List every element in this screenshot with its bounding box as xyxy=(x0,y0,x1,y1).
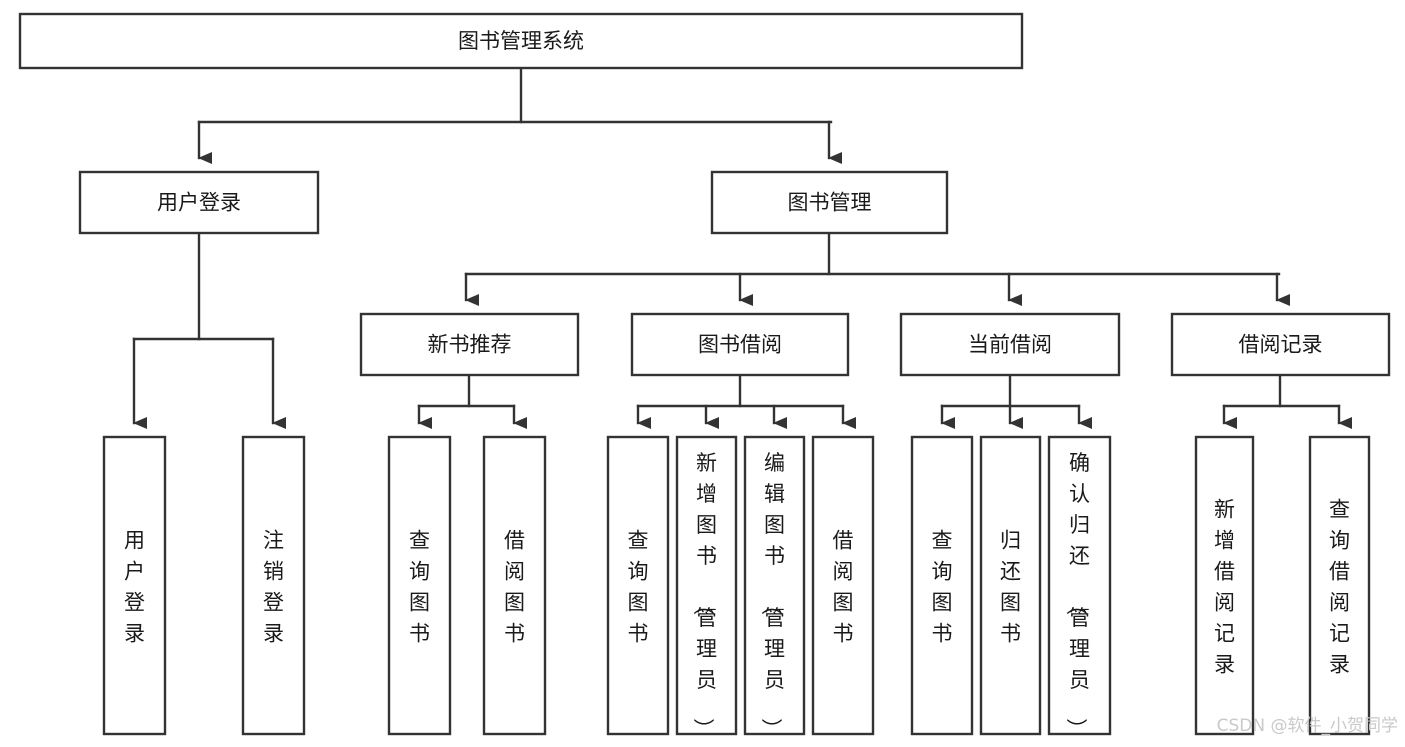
connector-layer xyxy=(132,66,1352,429)
connector-login-to-leaves xyxy=(132,231,286,429)
node-box[interactable] xyxy=(102,435,167,736)
level1-node-0[interactable]: 用户登录 xyxy=(78,170,320,235)
leaf-node-5[interactable]: 新增图书（管理员） xyxy=(675,435,738,739)
leaf-node-12[interactable]: 查询借阅记录 xyxy=(1308,435,1371,736)
connector-records-to-leaves xyxy=(1222,373,1352,429)
node-box[interactable] xyxy=(1170,312,1391,377)
level2-node-0[interactable]: 新书推荐 xyxy=(359,312,580,377)
node-box[interactable] xyxy=(910,435,974,736)
csdn-watermark: CSDN @软件_小贺同学 xyxy=(1217,716,1398,736)
node-label: 借阅记录 xyxy=(1239,333,1323,357)
node-label: 借阅图书 xyxy=(833,529,854,646)
node-box[interactable] xyxy=(482,435,547,736)
leaf-node-3[interactable]: 借阅图书 xyxy=(482,435,547,736)
node-label: 新增图书（管理员） xyxy=(691,451,717,739)
node-box[interactable] xyxy=(630,312,850,377)
node-box[interactable] xyxy=(18,12,1024,70)
node-box[interactable] xyxy=(979,435,1042,736)
leaf-node-6[interactable]: 编辑图书（管理员） xyxy=(743,435,806,739)
node-label: 新书推荐 xyxy=(428,333,512,357)
root-node-root[interactable]: 图书管理系统 xyxy=(18,12,1024,70)
node-label: 查询图书 xyxy=(409,529,430,646)
node-label: 用户登录 xyxy=(157,191,241,215)
leaf-node-10[interactable]: 确认归还（管理员） xyxy=(1047,435,1112,739)
level2-node-1[interactable]: 图书借阅 xyxy=(630,312,850,377)
node-label: 借阅图书 xyxy=(504,529,525,646)
node-label: 查询图书 xyxy=(628,529,649,646)
node-label: 图书管理系统 xyxy=(458,29,584,53)
level1-node-1[interactable]: 图书管理 xyxy=(710,170,949,235)
leaf-node-8[interactable]: 查询图书 xyxy=(910,435,974,736)
leaf-node-4[interactable]: 查询图书 xyxy=(606,435,670,736)
node-box[interactable] xyxy=(78,170,320,235)
node-box[interactable] xyxy=(1194,435,1255,736)
leaf-node-7[interactable]: 借阅图书 xyxy=(811,435,875,736)
node-label: 查询借阅记录 xyxy=(1329,498,1350,677)
connector-newbooks-to-leaves xyxy=(417,373,527,429)
node-box[interactable] xyxy=(743,435,806,736)
node-label: 注销登录 xyxy=(263,529,284,646)
node-box[interactable] xyxy=(1308,435,1371,736)
node-label: 查询图书 xyxy=(932,529,953,646)
leaf-node-1[interactable]: 注销登录 xyxy=(241,435,306,736)
node-label: 用户登录 xyxy=(124,529,145,646)
node-label: 确认归还（管理员） xyxy=(1064,451,1090,739)
node-box[interactable] xyxy=(1047,435,1112,736)
connector-root-to-level1 xyxy=(197,66,842,164)
level2-node-2[interactable]: 当前借阅 xyxy=(899,312,1121,377)
node-label: 当前借阅 xyxy=(968,333,1052,357)
node-label: 编辑图书（管理员） xyxy=(759,451,785,739)
node-box[interactable] xyxy=(606,435,670,736)
node-box[interactable] xyxy=(811,435,875,736)
node-label: 新增借阅记录 xyxy=(1214,498,1235,677)
leaf-node-9[interactable]: 归还图书 xyxy=(979,435,1042,736)
connector-borrow-to-leaves xyxy=(636,373,856,429)
node-label: 归还图书 xyxy=(1000,529,1021,646)
node-box[interactable] xyxy=(359,312,580,377)
node-box[interactable] xyxy=(899,312,1121,377)
level2-node-3[interactable]: 借阅记录 xyxy=(1170,312,1391,377)
node-label: 图书借阅 xyxy=(698,333,782,357)
node-box[interactable] xyxy=(241,435,306,736)
connector-current-to-leaves xyxy=(940,373,1092,429)
node-box[interactable] xyxy=(710,170,949,235)
leaf-node-11[interactable]: 新增借阅记录 xyxy=(1194,435,1255,736)
node-box[interactable] xyxy=(387,435,452,736)
leaf-node-2[interactable]: 查询图书 xyxy=(387,435,452,736)
connector-books-to-level2 xyxy=(464,231,1290,306)
leaf-node-0[interactable]: 用户登录 xyxy=(102,435,167,736)
node-layer: 图书管理系统用户登录图书管理新书推荐图书借阅当前借阅借阅记录用户登录注销登录查询… xyxy=(18,12,1391,739)
node-label: 图书管理 xyxy=(788,191,872,215)
node-box[interactable] xyxy=(675,435,738,736)
